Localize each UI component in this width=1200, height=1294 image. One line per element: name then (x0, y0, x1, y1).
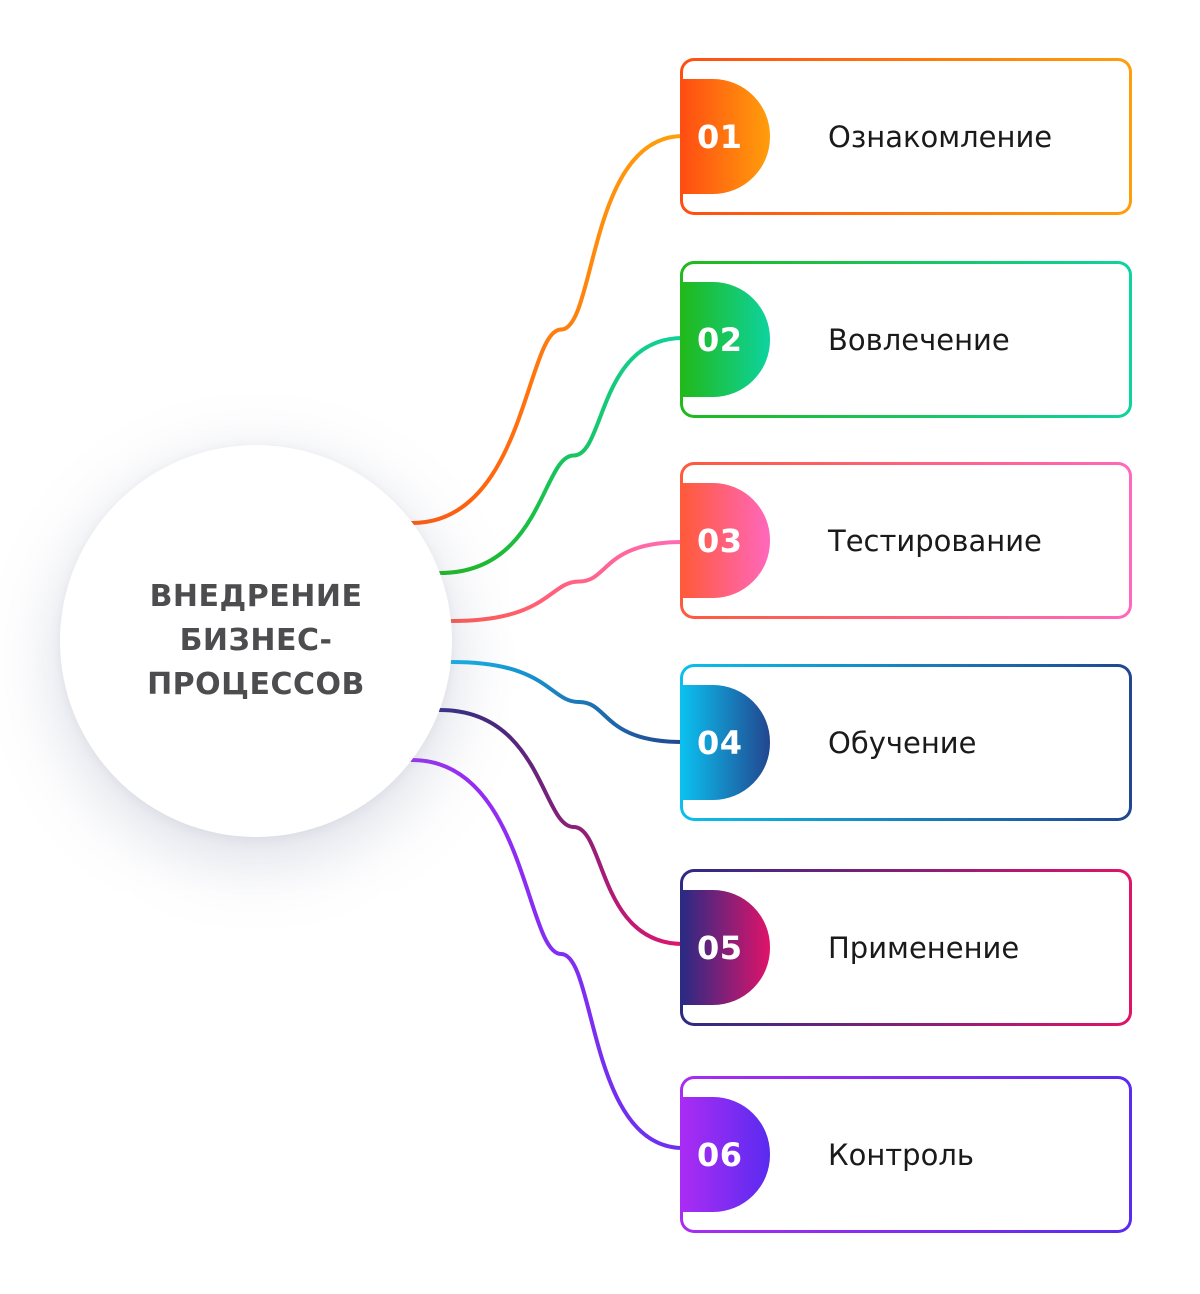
connector-line-05 (438, 708, 685, 946)
center-title-line-2: БИЗНЕС- (179, 623, 333, 658)
step-label: Применение (828, 930, 1020, 965)
center-title-line-3: ПРОЦЕССОВ (147, 667, 365, 702)
step-card-02: 02 Вовлечение (680, 261, 1132, 418)
step-number: 05 (697, 928, 743, 967)
step-number-badge: 01 (683, 79, 770, 194)
step-card-03: 03 Тестирование (680, 462, 1132, 619)
step-number-badge: 04 (683, 685, 770, 800)
step-label: Вовлечение (828, 322, 1010, 357)
step-label: Контроль (828, 1137, 974, 1172)
center-title: ВНЕДРЕНИЕ БИЗНЕС- ПРОЦЕССОВ (106, 575, 406, 707)
step-number: 02 (697, 320, 743, 359)
step-number-badge: 03 (683, 483, 770, 598)
step-label: Тестирование (828, 523, 1042, 558)
step-label: Ознакомление (828, 119, 1053, 154)
center-hub-circle: ВНЕДРЕНИЕ БИЗНЕС- ПРОЦЕССОВ (60, 445, 452, 837)
step-card-04: 04 Обучение (680, 664, 1132, 821)
step-label: Обучение (828, 725, 977, 760)
step-number: 01 (697, 117, 743, 156)
step-card-06: 06 Контроль (680, 1076, 1132, 1233)
center-title-line-1: ВНЕДРЕНИЕ (149, 579, 363, 614)
step-card-05: 05 Применение (680, 869, 1132, 1026)
connector-line-01 (410, 134, 685, 525)
connector-line-04 (450, 660, 685, 744)
step-number: 03 (697, 521, 743, 560)
connector-line-06 (410, 758, 685, 1150)
step-card-01: 01 Ознакомление (680, 58, 1132, 215)
step-number-badge: 06 (683, 1097, 770, 1212)
connector-line-03 (450, 540, 685, 623)
step-number: 04 (697, 723, 743, 762)
step-number: 06 (697, 1135, 743, 1174)
step-number-badge: 05 (683, 890, 770, 1005)
step-number-badge: 02 (683, 282, 770, 397)
connector-line-02 (438, 336, 685, 575)
